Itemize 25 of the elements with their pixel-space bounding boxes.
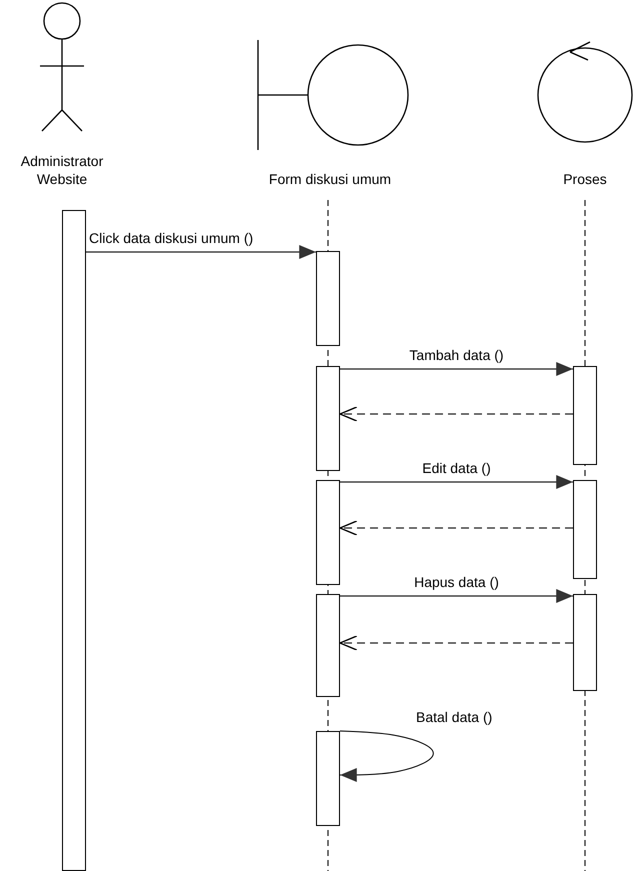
self-message-arrow (340, 730, 434, 782)
message-label: Tambah data () (408, 347, 505, 363)
participant-label: Form diskusi umum (268, 170, 392, 188)
message-label: Click data diskusi umum () (88, 230, 254, 246)
message-arrow (340, 589, 574, 603)
message-arrow (86, 245, 316, 259)
activation-bar (573, 366, 597, 465)
message-arrow (340, 362, 574, 376)
activation-bar (316, 594, 340, 697)
activation-bar (316, 251, 340, 346)
activation-bar (62, 210, 86, 871)
activation-bar (316, 731, 340, 826)
message-label: Hapus data () (413, 574, 500, 590)
activation-bar (316, 366, 340, 471)
participant-label: Proses (562, 170, 608, 188)
activation-bar (573, 480, 597, 579)
activation-bar (316, 480, 340, 585)
message-arrow (340, 475, 574, 489)
message-label: Edit data () (421, 460, 492, 476)
return-arrow (339, 520, 574, 536)
return-arrow (339, 406, 574, 422)
participant-label: Administrator Website (20, 152, 104, 188)
message-label: Batal data () (415, 709, 494, 725)
return-arrow (339, 635, 574, 651)
activation-bar (573, 594, 597, 691)
